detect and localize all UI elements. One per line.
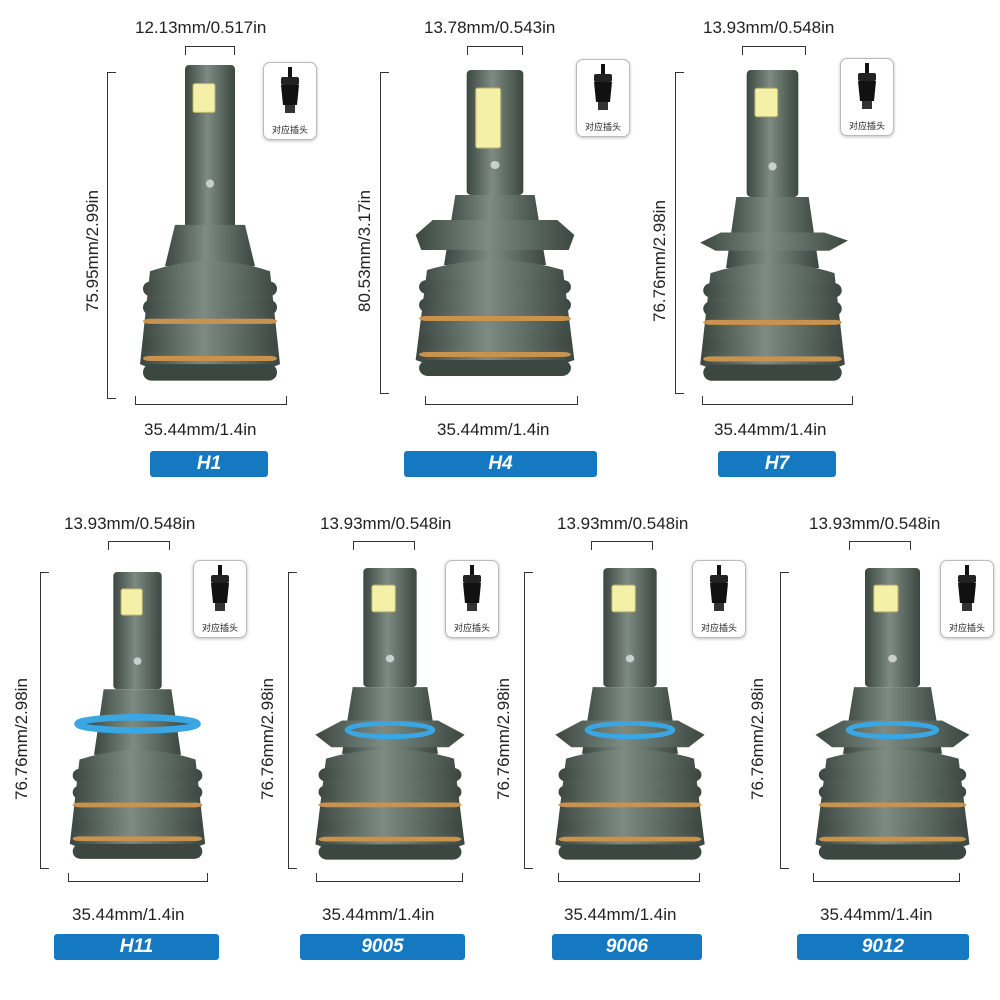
h1-wire-connector-icon [264,63,316,123]
plug-thumbnail: 对应插头 [692,560,746,638]
width-dimension-label: 13.93mm/0.548in [320,514,452,533]
plug-thumbnail: 对应插头 [576,59,630,137]
led-bulb-image [69,572,206,859]
led-bulb-image [700,70,848,381]
plug-caption: 对应插头 [201,624,238,634]
plug-caption: 对应插头 [948,624,985,634]
width-dimension-bracket [849,541,911,550]
width-dimension-label: 12.13mm/0.517in [135,18,267,37]
9012-plug-icon [941,561,993,621]
plug-caption: 对应插头 [584,123,621,133]
height-dimension-label: 76.76mm/2.98in [258,678,277,800]
height-dimension-bracket [40,572,49,869]
height-dimension-bracket [107,72,116,399]
width-dimension-label: 13.93mm/0.548in [703,18,835,37]
width-dimension-label: 13.93mm/0.548in [557,514,689,533]
plug-thumbnail: 对应插头 [193,560,247,638]
model-label: 9012 [797,934,969,960]
base-dimension-bracket [68,873,208,882]
led-bulb-image [415,70,575,376]
9006-plug-icon [693,561,745,621]
model-label: H1 [150,451,268,477]
plug-caption: 对应插头 [700,624,737,634]
base-dimension-bracket [702,396,853,405]
height-dimension-label: 75.95mm/2.99in [83,190,102,312]
base-dimension-label: 35.44mm/1.4in [714,420,827,439]
base-dimension-label: 35.44mm/1.4in [72,905,185,924]
h11-plug-icon [194,561,246,621]
height-dimension-bracket [780,572,789,869]
plug-thumbnail: 对应插头 [840,58,894,136]
base-dimension-bracket [813,873,960,882]
height-dimension-bracket [288,572,297,869]
led-bulb-image [315,568,465,860]
height-dimension-bracket [675,72,684,394]
width-dimension-label: 13.93mm/0.548in [64,514,196,533]
model-label: H4 [404,451,597,477]
base-dimension-label: 35.44mm/1.4in [437,420,550,439]
plug-thumbnail: 对应插头 [940,560,994,638]
model-label: H11 [54,934,219,960]
width-dimension-bracket [108,541,170,550]
plug-caption: 对应插头 [848,122,885,132]
plug-thumbnail: 对应插头 [445,560,499,638]
width-dimension-bracket [467,46,523,55]
width-dimension-bracket [353,541,415,550]
base-dimension-bracket [558,873,700,882]
model-label: 9006 [552,934,702,960]
model-label: 9005 [300,934,465,960]
width-dimension-bracket [742,46,806,55]
width-dimension-label: 13.78mm/0.543in [424,18,556,37]
base-dimension-bracket [425,396,578,405]
led-bulb-image [555,568,705,860]
height-dimension-label: 76.76mm/2.98in [748,678,767,800]
height-dimension-bracket [380,72,389,394]
width-dimension-bracket [185,46,235,55]
height-dimension-bracket [524,572,533,869]
height-dimension-label: 76.76mm/2.98in [12,678,31,800]
base-dimension-bracket [135,396,287,405]
model-label: H7 [718,451,836,477]
h7-plug-icon [841,59,893,119]
h4-plug-icon [577,60,629,120]
height-dimension-label: 80.53mm/3.17in [355,190,374,312]
led-bulb-image [140,65,280,381]
base-dimension-label: 35.44mm/1.4in [322,905,435,924]
base-dimension-label: 35.44mm/1.4in [820,905,933,924]
base-dimension-bracket [316,873,463,882]
9005-plug-icon [446,561,498,621]
height-dimension-label: 76.76mm/2.98in [650,200,669,322]
plug-caption: 对应插头 [453,624,490,634]
height-dimension-label: 76.76mm/2.98in [494,678,513,800]
led-bulb-image [815,568,970,860]
plug-thumbnail: 对应插头 [263,62,317,140]
width-dimension-label: 13.93mm/0.548in [809,514,941,533]
plug-caption: 对应插头 [271,126,308,136]
base-dimension-label: 35.44mm/1.4in [144,420,257,439]
base-dimension-label: 35.44mm/1.4in [564,905,677,924]
width-dimension-bracket [591,541,653,550]
